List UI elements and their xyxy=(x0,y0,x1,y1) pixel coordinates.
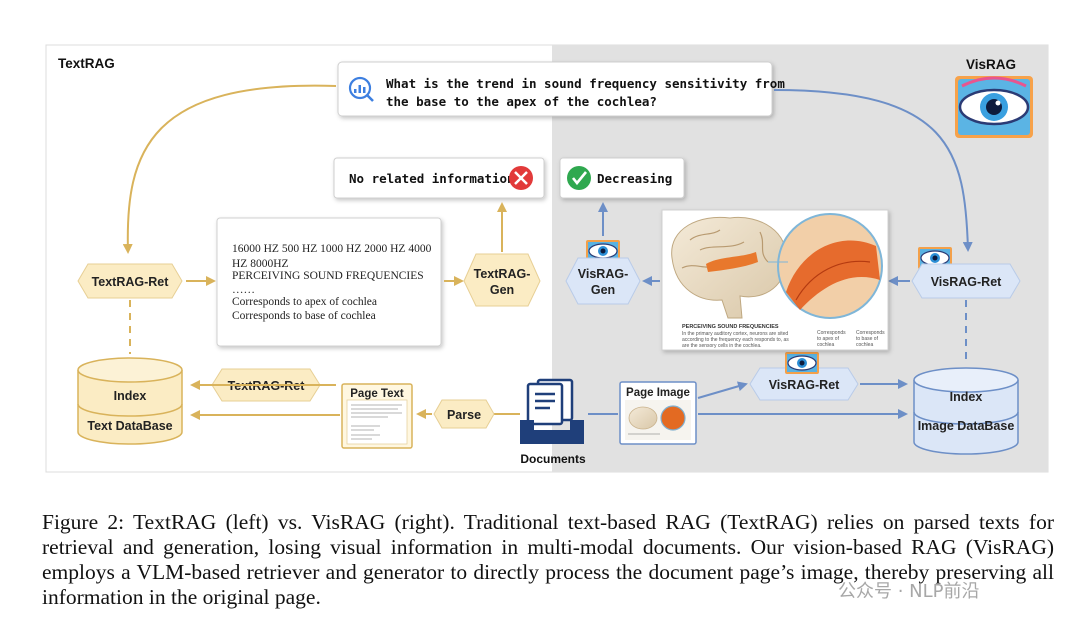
visrag-gen-node: VisRAG- Gen xyxy=(565,257,641,305)
magnifier-chart-icon xyxy=(348,76,374,102)
pageimage-to-ret-arrow xyxy=(697,381,748,399)
documents-label: Documents xyxy=(520,452,586,466)
textrag-panel-title: TextRAG xyxy=(58,56,115,71)
query-to-visrag-arrow xyxy=(773,89,973,252)
text-answer-label: No related information xyxy=(349,171,515,186)
query-box: What is the trend in sound frequency sen… xyxy=(337,61,785,117)
retrieved-text-line: HZ 8000HZ xyxy=(232,258,289,270)
textrag-ret-node: TextRAG-Ret xyxy=(77,263,183,299)
image-database: Index Image DataBase xyxy=(913,367,1019,455)
textrag-gen-node: TextRAG- Gen xyxy=(463,253,541,307)
figure-caption-line: according to the frequency each responds… xyxy=(682,337,789,343)
visrag-ret-bottom-label: VisRAG-Ret xyxy=(769,378,840,392)
text-db-index-label: Index xyxy=(114,389,147,403)
cross-icon xyxy=(509,166,533,190)
figure-label-base: Corresponds xyxy=(856,330,885,336)
figure-caption-line: are the sensory cells in the cochlea. xyxy=(682,343,762,349)
textrag-gen-label-2: Gen xyxy=(490,283,514,297)
figure-label-apex: cochlea xyxy=(817,342,834,348)
figure-label-base: to base of xyxy=(856,336,879,342)
image-db-index-label: Index xyxy=(950,390,983,404)
figure-caption-line: In the primary auditory cortex, neurons … xyxy=(682,331,788,337)
text-db-name-label: Text DataBase xyxy=(87,419,172,433)
query-line-2: the base to the apex of the cochlea? xyxy=(386,94,657,109)
figure-caption: Figure 2: TextRAG (left) vs. VisRAG (rig… xyxy=(42,510,1054,609)
retrieved-text-line: PERCEIVING SOUND FREQUENCIES xyxy=(232,270,424,282)
page-image-label: Page Image xyxy=(626,387,690,399)
retrieved-text-line: …… xyxy=(232,284,255,296)
visrag-panel-title: VisRAG xyxy=(966,57,1016,72)
retrieved-text-line: Corresponds to apex of cochlea xyxy=(232,296,377,308)
visrag-ret-node: VisRAG-Ret xyxy=(911,263,1021,299)
parse-node: Parse xyxy=(433,399,495,429)
retrieved-text-line: Corresponds to base of cochlea xyxy=(232,310,376,322)
vis-answer-box: Decreasing xyxy=(559,157,685,199)
vis-answer-label: Decreasing xyxy=(597,171,672,186)
text-answer-box: No related information xyxy=(333,157,545,199)
figure-label-base: cochlea xyxy=(856,342,873,348)
figure-label-apex: to apex of xyxy=(817,336,840,342)
visrag-ret-label: VisRAG-Ret xyxy=(931,275,1002,289)
documents-icon xyxy=(520,378,584,444)
visrag-ret-bottom-node: VisRAG-Ret xyxy=(749,367,859,401)
query-to-textrag-arrow xyxy=(122,84,337,254)
check-icon xyxy=(567,166,591,190)
parse-label: Parse xyxy=(447,408,481,422)
textrag-ret-label: TextRAG-Ret xyxy=(92,275,170,289)
textrag-gen-label-1: TextRAG- xyxy=(474,267,531,281)
figure-caption-title: PERCEIVING SOUND FREQUENCIES xyxy=(682,324,779,330)
query-line-1: What is the trend in sound frequency sen… xyxy=(386,76,785,91)
visrag-eye-logo xyxy=(955,76,1033,138)
visrag-gen-label-2: Gen xyxy=(591,283,615,297)
page-text-card: Page Text xyxy=(341,383,413,449)
figure-label-apex: Corresponds xyxy=(817,330,846,336)
eye-icon xyxy=(785,352,819,374)
image-db-name-label: Image DataBase xyxy=(918,419,1015,433)
text-database: Index Text DataBase xyxy=(77,357,183,445)
visrag-gen-label-1: VisRAG- xyxy=(578,267,628,281)
eye-icon xyxy=(586,240,620,262)
retrieved-text-line: 16000 HZ 500 HZ 1000 HZ 2000 HZ 4000 xyxy=(232,243,432,255)
page-text-label: Page Text xyxy=(350,388,404,400)
retrieved-text-box: 16000 HZ 500 HZ 1000 HZ 2000 HZ 4000 HZ … xyxy=(216,217,442,347)
page-image-card: Page Image xyxy=(619,381,697,445)
retrieved-page-image: PERCEIVING SOUND FREQUENCIES In the prim… xyxy=(661,209,889,351)
watermark: 公众号 · NLP前沿 xyxy=(838,581,980,602)
